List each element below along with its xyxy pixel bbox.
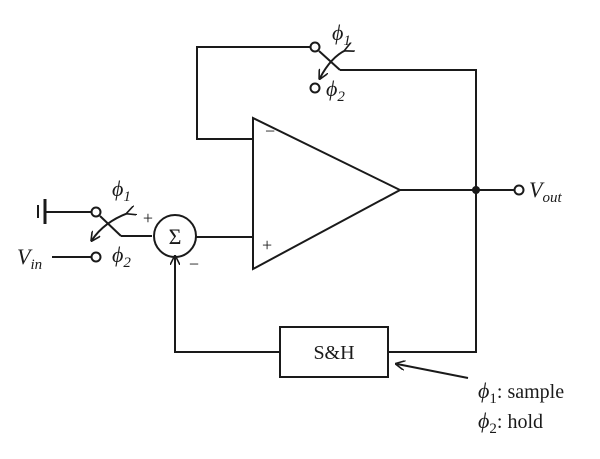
opamp-noninverting-sign: +: [262, 235, 272, 255]
switch-in-phase-bottom: ϕ2: [112, 242, 131, 271]
summing-junction: Σ + −: [143, 208, 199, 274]
control-arrow: [397, 364, 469, 379]
feedback-toggle-arrow: [320, 50, 346, 78]
legend: ϕ1: sample ϕ2: hold: [478, 378, 564, 437]
feedback-switch: ϕ1 ϕ2: [196, 20, 477, 190]
output-terminal: [513, 184, 525, 196]
switch-fb-phase-bottom: ϕ2: [326, 76, 345, 105]
ground-symbol: [37, 199, 92, 224]
opamp: − +: [252, 116, 403, 271]
vin-label: Vin: [17, 244, 42, 273]
legend-sample: ϕ1: sample: [478, 378, 564, 407]
vout-label: Vout: [529, 177, 562, 206]
legend-hold: ϕ2: hold: [478, 408, 543, 437]
switch-in-phase-top: ϕ1: [112, 176, 131, 205]
switch-toggle-arrow: [92, 213, 128, 240]
sigma-symbol: Σ: [169, 224, 182, 249]
output-to-sh-wire: [388, 190, 477, 353]
switch-fb-phase-top: ϕ1: [332, 20, 351, 49]
sh-to-summer-wire: [175, 257, 280, 353]
sh-label: S&H: [313, 342, 354, 364]
summer-plus-sign: +: [143, 208, 153, 228]
opamp-inverting-sign: −: [265, 121, 275, 141]
summer-minus-sign: −: [189, 254, 199, 274]
